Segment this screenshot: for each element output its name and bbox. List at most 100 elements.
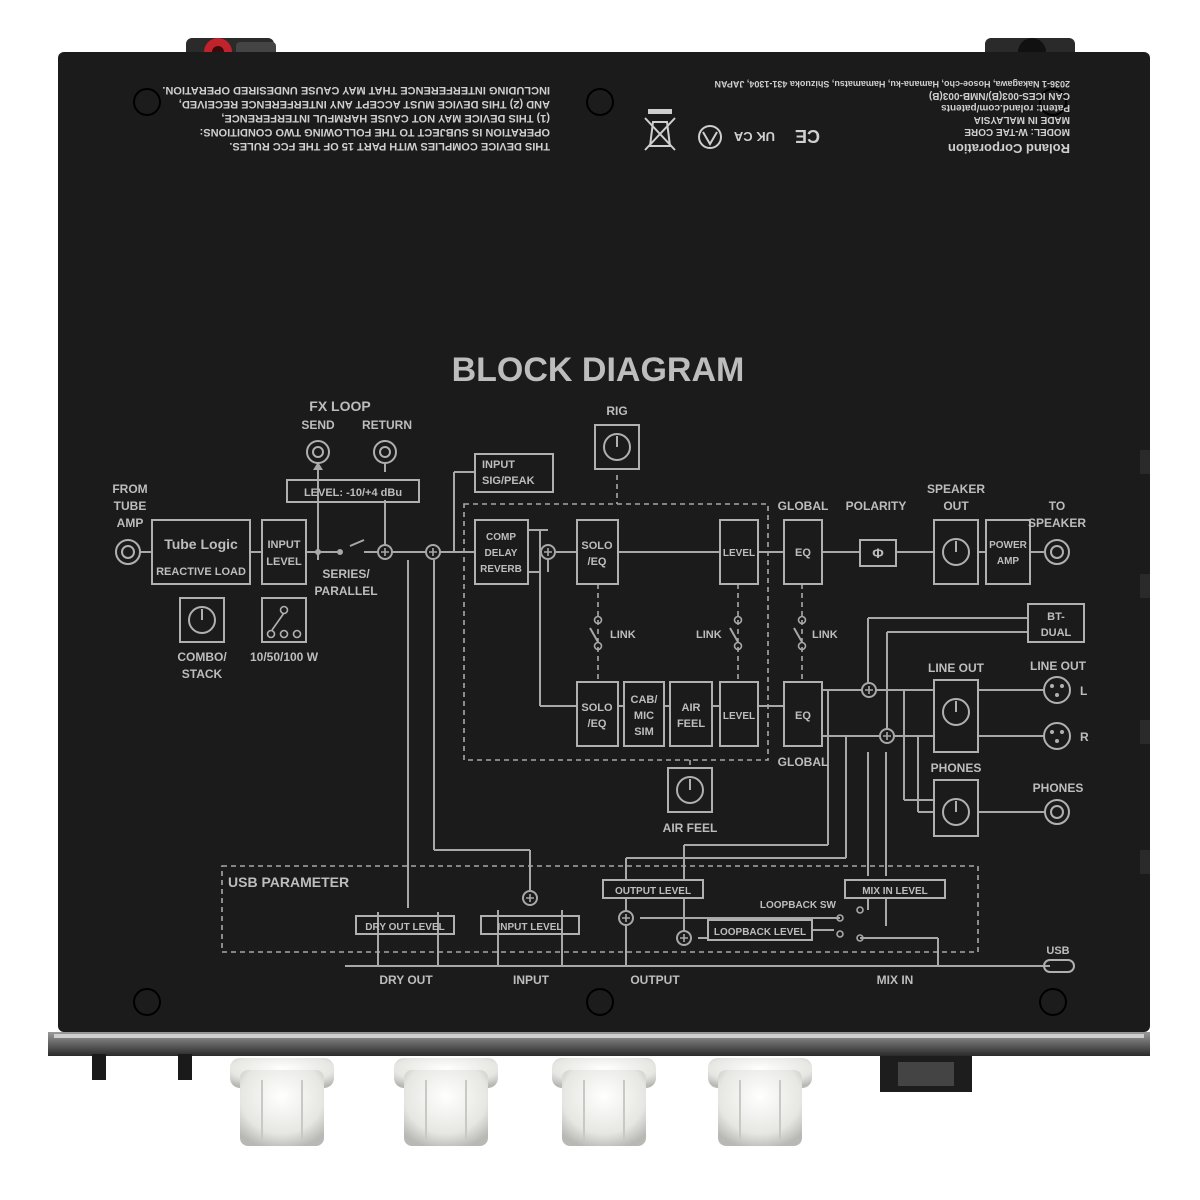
screw (1039, 988, 1067, 1016)
bt-dual-block (1027, 603, 1085, 643)
input-jack-icon (115, 539, 141, 565)
dry-out-level-block (355, 915, 455, 935)
made-in-text: MADE IN MALAYSIA (974, 114, 1070, 125)
comp-delay-reverb-label: REVERB (480, 564, 522, 575)
fcc-line: OPERATION IS SUBJECT TO THE FOLLOWING TW… (200, 126, 550, 138)
speaker-out-label: OUT (943, 499, 969, 513)
front-knob (708, 1058, 812, 1146)
line-out-knob-label: LINE OUT (928, 661, 985, 675)
speaker-jack-icon (1044, 539, 1070, 565)
sum-node-icon (676, 930, 692, 946)
maker-name: Roland Corporation (948, 141, 1070, 156)
fcc-line: (1) THIS DEVICE MAY NOT CAUSE HARMFUL IN… (221, 112, 550, 124)
air-feel-knob-box (667, 767, 713, 813)
to-speaker-label: SPEAKER (1028, 516, 1086, 530)
watts-label: 10/50/100 W (250, 650, 319, 664)
sum-nodes (377, 544, 895, 946)
combo-stack-label: COMBO/ (177, 650, 227, 664)
ukca-mark: UK CA (733, 129, 775, 144)
front-knob (552, 1058, 656, 1146)
level-bottom-block (719, 681, 759, 747)
input-sig-peak-block (474, 453, 554, 493)
global-label: GLOBAL (778, 755, 829, 769)
diagram-labels: FX LOOP SEND RETURN LEVEL: -10/+4 dBu FR… (112, 398, 1089, 987)
air-feel-label: AIR FEEL (663, 821, 718, 835)
bt-dual-label: DUAL (1041, 627, 1072, 639)
phones-jack-icon (1044, 799, 1070, 825)
regulatory-text: THIS DEVICE COMPLIES WITH PART 15 OF THE… (162, 79, 1070, 156)
dry-out-level-label: DRY OUT LEVEL (365, 922, 444, 933)
fcc-line: AND (2) THIS DEVICE MUST ACCEPT ANY INTE… (179, 98, 550, 110)
link-label: LINK (696, 629, 722, 641)
power-amp-block (985, 519, 1031, 585)
tube-logic-logo: Tube Logic (164, 536, 238, 552)
cab-mic-sim-label: MIC (634, 710, 654, 722)
power-amp-label: AMP (997, 556, 1020, 567)
fx-level-label: LEVEL: -10/+4 dBu (304, 487, 402, 499)
speaker-out-knob-box (933, 519, 979, 585)
eq-label: EQ (795, 710, 811, 722)
sum-node-icon (861, 682, 877, 698)
input-level-block (261, 519, 307, 585)
eq-label: EQ (795, 547, 811, 559)
comp-delay-reverb-label: COMP (486, 532, 516, 543)
combo-stack-knob-box (179, 597, 225, 643)
mix-in-level-block (844, 879, 946, 899)
level-label: LEVEL (723, 711, 755, 722)
sum-node-icon (377, 544, 393, 560)
polarity-symbol-icon: Φ (872, 545, 884, 561)
screw (586, 988, 614, 1016)
front-connector (880, 1056, 972, 1092)
phones-jack-label: PHONES (1033, 781, 1084, 795)
comp-delay-reverb-label: DELAY (485, 548, 518, 559)
screw (1039, 88, 1067, 116)
solo-eq-label: /EQ (588, 556, 607, 568)
comp-delay-reverb-block (474, 519, 529, 585)
link-label: LINK (812, 629, 838, 641)
blocks (115, 424, 1085, 973)
diagram-title: BLOCK DIAGRAM (452, 351, 745, 389)
global-eq-bottom-block (783, 681, 823, 747)
chassis (48, 52, 1150, 1056)
from-tube-amp-label: TUBE (114, 499, 147, 513)
front-knob (230, 1058, 334, 1146)
link-label: LINK (610, 629, 636, 641)
level-top-block (719, 519, 759, 585)
rig-label: RIG (606, 404, 627, 418)
speaker-out-label: SPEAKER (927, 482, 985, 496)
fcc-line: THIS DEVICE COMPLIES WITH PART 15 OF THE… (229, 140, 550, 152)
fx-level-block (286, 479, 420, 503)
line-out-knob-box (933, 679, 979, 753)
cab-mic-sim-label: CAB/ (631, 694, 658, 706)
watt-switch-icon (266, 605, 302, 639)
speaker-out-knob-icon (942, 538, 970, 566)
fcc-line: INCLUDING INTERFERENCE THAT MAY CAUSE UN… (162, 84, 550, 96)
fx-loop-label: FX LOOP (309, 398, 370, 414)
combo-stack-label: STACK (182, 667, 223, 681)
loopback-level-block (707, 919, 813, 941)
input-level-label: LEVEL (266, 556, 302, 568)
line-out-knob-icon (942, 698, 970, 726)
screws (133, 88, 1067, 1016)
rcm-mark-icon (698, 125, 722, 149)
input-sig-peak-label: SIG/PEAK (482, 475, 535, 487)
address-text: 2036-1 Nakagawa, Hosoe-cho, Hamana-ku, H… (715, 79, 1070, 89)
sum-node-icon (879, 728, 895, 744)
xlr-l-jack-icon (1043, 676, 1071, 704)
from-tube-amp-label: FROM (112, 482, 147, 496)
signal-lines (140, 462, 1050, 967)
input-sig-peak-label: INPUT (482, 459, 515, 471)
solo-eq-label: SOLO (581, 702, 613, 714)
screw (133, 988, 161, 1016)
input-level-label: INPUT (268, 539, 301, 551)
sum-node-icon (540, 544, 556, 560)
line-out-l-label: L (1080, 684, 1087, 698)
screw (586, 88, 614, 116)
air-feel-block (669, 681, 713, 747)
output-label: OUTPUT (630, 973, 680, 987)
reactive-load-block (151, 519, 251, 585)
solo-eq-bottom-block (576, 681, 619, 747)
air-feel-knob-icon (676, 776, 704, 804)
output-level-block (602, 879, 704, 899)
